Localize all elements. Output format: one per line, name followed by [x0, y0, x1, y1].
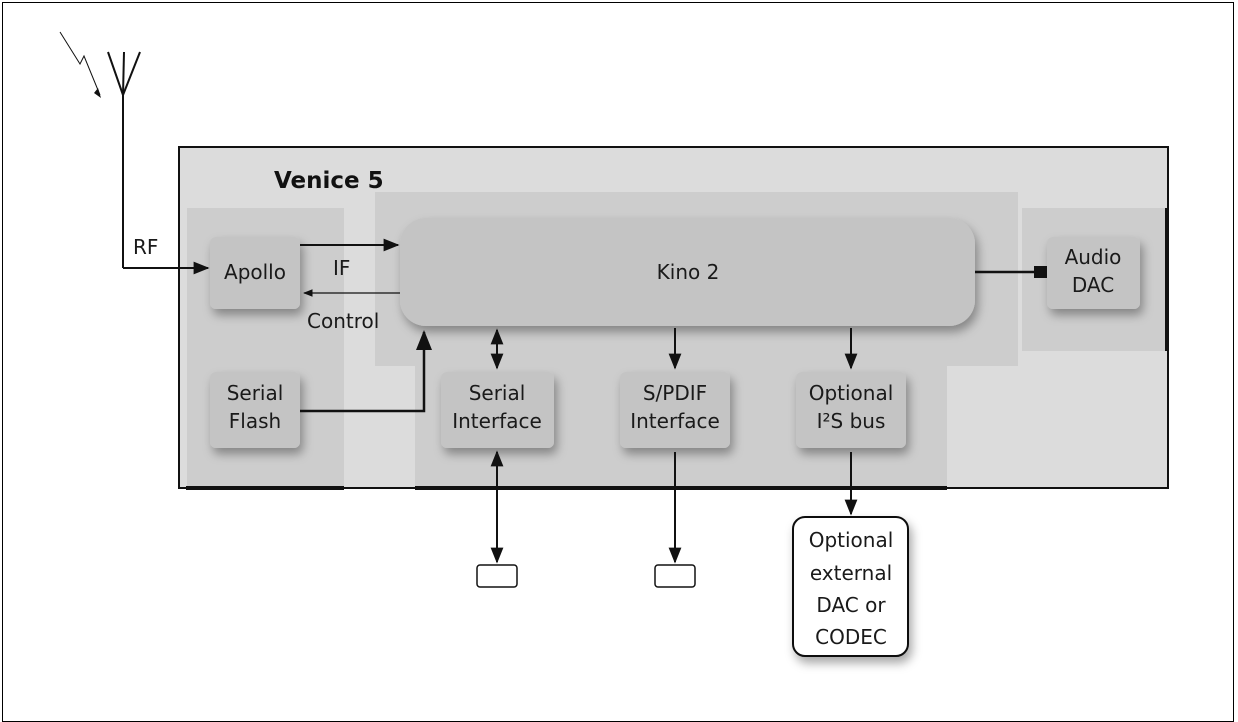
audio-dac-block: [1047, 237, 1140, 309]
serial-connector: [476, 564, 518, 588]
if-label: IF: [333, 256, 350, 280]
rf-label: RF: [133, 235, 158, 259]
serial-flash-block: [210, 372, 300, 448]
spdif-interface-block: [620, 372, 730, 448]
external-codec-label-line4: CODEC: [815, 625, 887, 649]
flash-link: [300, 330, 432, 413]
audio-dac-label-line1: Audio: [1065, 245, 1122, 269]
board-title: Venice 5: [274, 168, 384, 194]
external-codec-label-line2: external: [810, 561, 892, 585]
external-codec-label-line3: DAC or: [816, 593, 886, 617]
audio-dac-label-line2: DAC: [1072, 273, 1114, 297]
serial-interface-label-line1: Serial: [469, 381, 526, 405]
apollo-block: [210, 237, 300, 309]
antenna-icon: [59, 31, 141, 268]
kino-block: [400, 218, 975, 326]
spdif-interface-label-line2: Interface: [630, 409, 720, 433]
control-label: Control: [307, 309, 379, 333]
serial-flash-label-line2: Flash: [229, 409, 281, 433]
spdif-connector: [654, 564, 696, 588]
serial-flash-label-line1: Serial: [227, 381, 284, 405]
serial-interface-block: [441, 372, 554, 448]
external-codec-block: [792, 516, 909, 657]
spdif-interface-label-line1: S/PDIF: [643, 381, 707, 405]
i2s-bus-label-line2: I²S bus: [817, 409, 886, 433]
apollo-label: Apollo: [224, 260, 286, 284]
serial-interface-label-line2: Interface: [452, 409, 542, 433]
i2s-bus-label-line1: Optional: [809, 381, 894, 405]
external-codec-label-line1: Optional: [809, 528, 894, 552]
i2s-bus-block: [796, 372, 906, 448]
kino-label: Kino 2: [657, 260, 720, 284]
dac-link-terminal: [1034, 266, 1047, 278]
